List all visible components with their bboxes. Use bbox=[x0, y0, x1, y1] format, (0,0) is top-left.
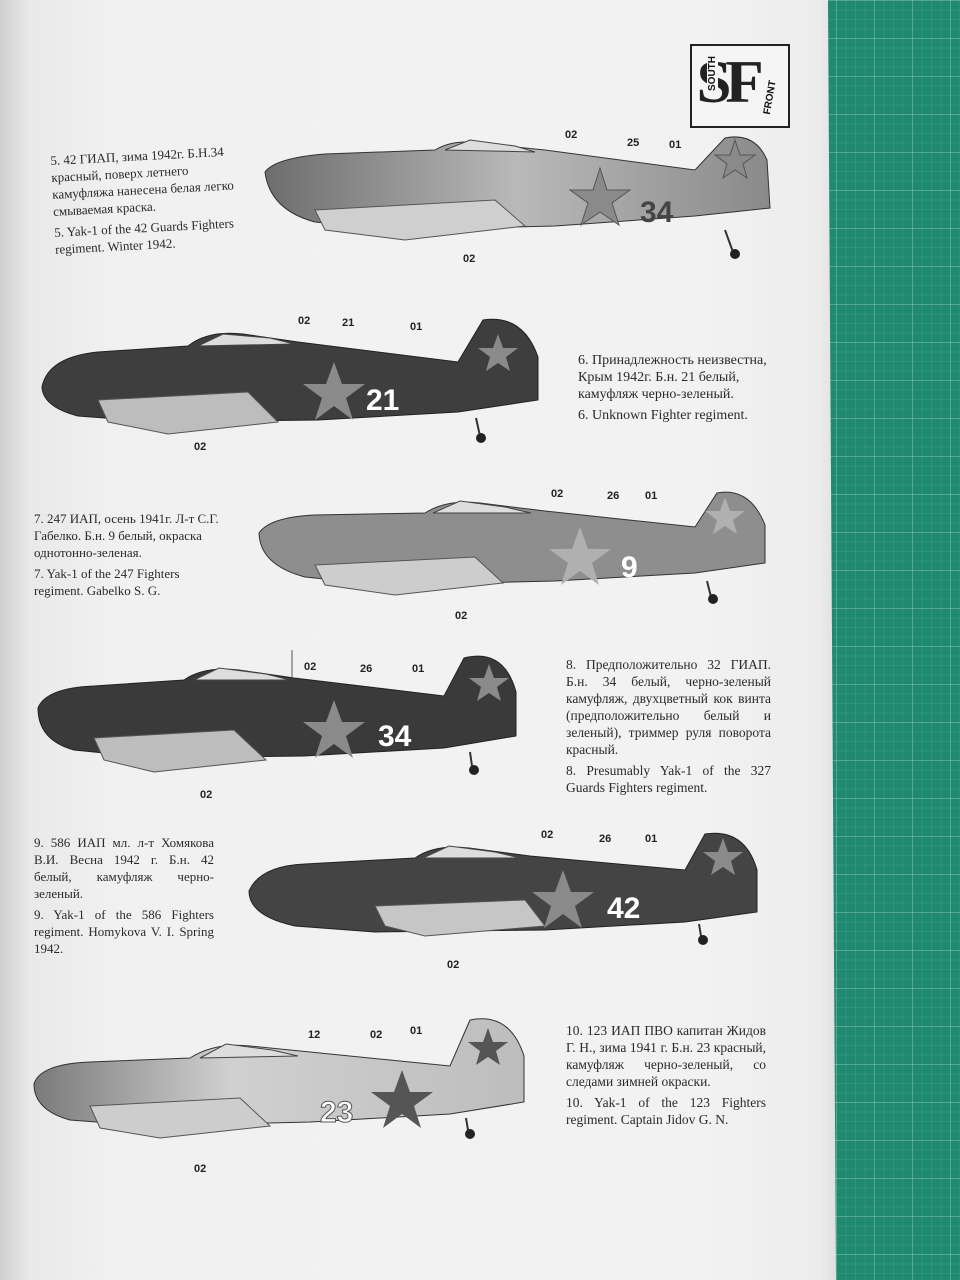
tactical-number: 42 bbox=[607, 892, 640, 925]
tactical-number: 9 bbox=[621, 551, 638, 584]
red-star-fuselage bbox=[568, 166, 632, 227]
caption-5-en: 5. Yak-1 of the 42 Guards Fighters regim… bbox=[53, 215, 235, 257]
red-star-fuselage bbox=[532, 870, 594, 928]
aircraft-profile-7: 9 02 26 01 02 bbox=[258, 488, 766, 622]
callout-01: 01 bbox=[412, 663, 424, 675]
caption-8-ru: 8. Предположительно 32 ГИАП. Б.н. 34 бел… bbox=[566, 657, 771, 757]
aircraft-profile-9: 42 02 26 01 02 bbox=[248, 829, 758, 971]
callout-25: 25 bbox=[627, 137, 639, 149]
callout-02-lower: 02 bbox=[200, 789, 212, 801]
aircraft-profile-6: 21 02 21 01 02 bbox=[41, 315, 539, 453]
callout-02: 02 bbox=[370, 1029, 382, 1041]
caption-5-ru: 5. 42 ГИАП, зима 1942г. Б.Н.34 красный, … bbox=[50, 143, 235, 219]
callout-01: 01 bbox=[669, 139, 681, 151]
tactical-number: 34 bbox=[378, 720, 412, 753]
caption-6-en: 6. Unknown Fighter regiment. bbox=[578, 408, 748, 423]
red-star-tail bbox=[469, 664, 509, 701]
red-star-fuselage bbox=[371, 1070, 433, 1128]
aircraft-profile-10: 23 12 02 01 02 bbox=[33, 1018, 525, 1175]
callout-26: 26 bbox=[360, 663, 372, 675]
callout-01: 01 bbox=[645, 490, 657, 502]
callout-26: 26 bbox=[599, 833, 611, 845]
red-star-fuselage bbox=[303, 362, 365, 420]
red-star-tail bbox=[705, 497, 745, 534]
callout-02: 02 bbox=[541, 829, 553, 841]
caption-10-ru: 10. 123 ИАП ПВО капитан Жидов Г. Н., зим… bbox=[566, 1023, 766, 1089]
caption-10-en: 10. Yak-1 of the 123 Fighters regiment. … bbox=[566, 1095, 766, 1127]
logo-letters: SF bbox=[696, 49, 764, 115]
callout-02: 02 bbox=[298, 315, 310, 327]
caption-9: 9. 586 ИАП мл. л-т Хомякова В.И. Весна 1… bbox=[34, 834, 214, 957]
caption-9-en: 9. Yak-1 of the 586 Fighters regiment. H… bbox=[34, 907, 214, 956]
caption-7-en: 7. Yak-1 of the 247 Fighters regiment. G… bbox=[34, 566, 180, 598]
tactical-number: 34 bbox=[640, 196, 674, 229]
callout-02: 02 bbox=[304, 661, 316, 673]
red-star-fuselage bbox=[549, 527, 611, 585]
callout-01: 01 bbox=[645, 833, 657, 845]
caption-9-ru: 9. 586 ИАП мл. л-т Хомякова В.И. Весна 1… bbox=[34, 835, 214, 901]
aircraft-profile-8: 34 02 26 01 02 bbox=[37, 650, 517, 801]
caption-7: 7. 247 ИАП, осень 1941г. Л-т С.Г. Габелк… bbox=[34, 510, 229, 599]
callout-12: 12 bbox=[308, 1029, 320, 1041]
callout-01: 01 bbox=[410, 1025, 422, 1037]
red-star-fuselage bbox=[303, 700, 365, 758]
south-front-logo: SF SOUTH FRONT bbox=[690, 44, 790, 128]
callout-26: 26 bbox=[607, 490, 619, 502]
caption-6: 6. Принадлежность неизвестна, Крым 1942г… bbox=[578, 352, 778, 424]
callout-02-lower: 02 bbox=[194, 1163, 206, 1175]
aircraft-profile-5: 34 02 25 01 02 bbox=[264, 129, 771, 265]
instruction-sheet: SF SOUTH FRONT 5. 42 ГИАП, зима 1942г. Б… bbox=[0, 0, 836, 1280]
tactical-number: 23 bbox=[320, 1096, 353, 1129]
tactical-number: 21 bbox=[366, 384, 399, 417]
callout-02-lower: 02 bbox=[194, 441, 206, 453]
callout-02: 02 bbox=[551, 488, 563, 500]
caption-5: 5. 42 ГИАП, зима 1942г. Б.Н.34 красный, … bbox=[50, 142, 250, 258]
red-star-tail bbox=[468, 1028, 508, 1065]
logo-front-word: FRONT bbox=[761, 78, 779, 117]
red-star-tail bbox=[713, 138, 757, 180]
callout-21: 21 bbox=[342, 317, 354, 329]
logo-south-word: SOUTH bbox=[707, 55, 718, 92]
red-star-tail bbox=[703, 838, 743, 875]
red-star-tail bbox=[478, 334, 518, 371]
callout-02-lower: 02 bbox=[463, 253, 475, 265]
callout-02-lower: 02 bbox=[455, 610, 467, 622]
caption-8: 8. Предположительно 32 ГИАП. Б.н. 34 бел… bbox=[566, 656, 771, 796]
caption-7-ru: 7. 247 ИАП, осень 1941г. Л-т С.Г. Габелк… bbox=[34, 511, 219, 560]
caption-10: 10. 123 ИАП ПВО капитан Жидов Г. Н., зим… bbox=[566, 1022, 766, 1128]
callout-02: 02 bbox=[565, 129, 577, 141]
caption-6-ru: 6. Принадлежность неизвестна, Крым 1942г… bbox=[578, 353, 767, 402]
callout-01: 01 bbox=[410, 321, 422, 333]
callout-02-lower: 02 bbox=[447, 959, 459, 971]
caption-8-en: 8. Presumably Yak-1 of the 327 Guards Fi… bbox=[566, 763, 771, 795]
